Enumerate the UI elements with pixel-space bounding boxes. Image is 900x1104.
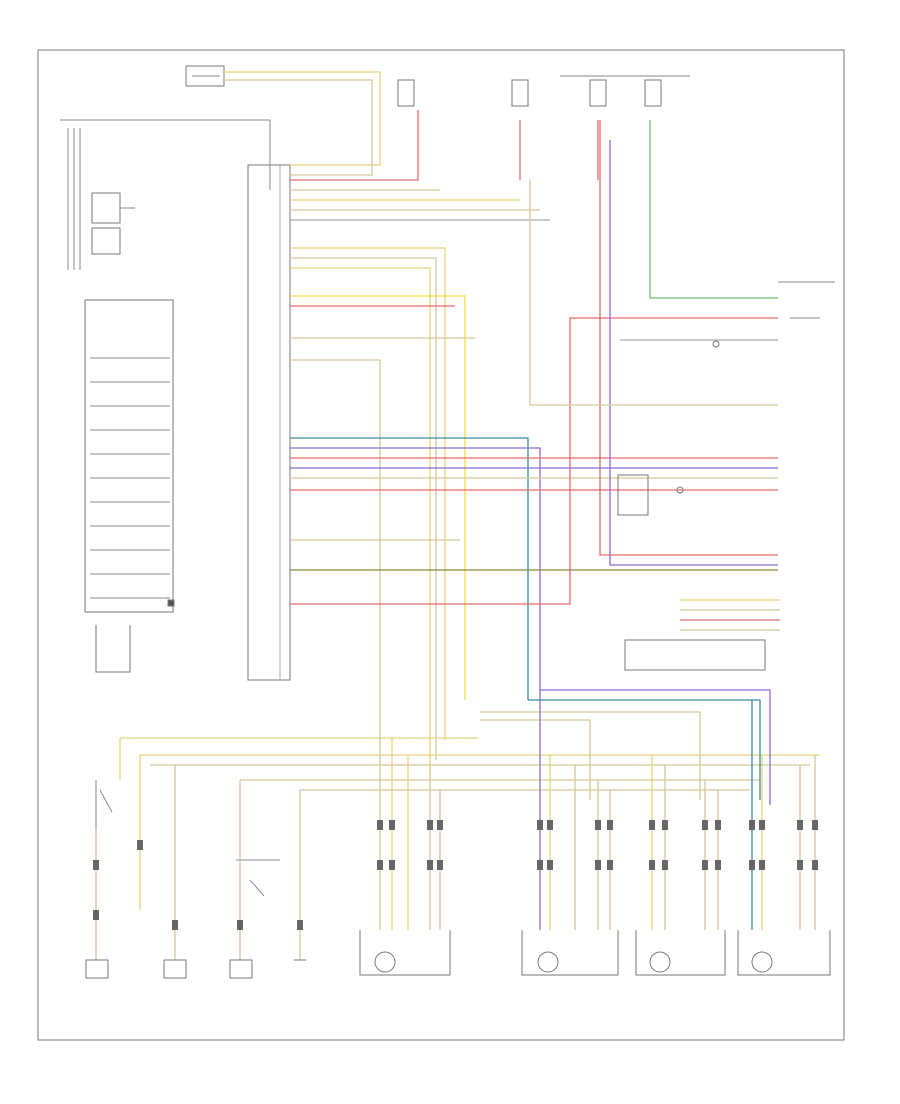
diagram-frame bbox=[37, 49, 845, 1041]
left-bus-lines bbox=[60, 119, 271, 270]
top-wires bbox=[222, 71, 778, 299]
relay-icon bbox=[91, 192, 135, 255]
switch-rows bbox=[90, 357, 170, 599]
sensor-icon bbox=[359, 930, 831, 976]
connector-icon bbox=[93, 820, 818, 930]
control-module-box bbox=[247, 164, 291, 681]
fuse-icon bbox=[397, 75, 690, 107]
pressure-sensor-icon bbox=[95, 625, 131, 673]
ground-icon bbox=[85, 599, 306, 979]
mid-wires bbox=[290, 120, 778, 780]
switch-icon bbox=[95, 780, 280, 897]
sensor-drops bbox=[95, 700, 816, 960]
right-components bbox=[617, 281, 835, 671]
switch-block-box bbox=[84, 299, 174, 613]
lower-bus bbox=[120, 689, 820, 805]
top-switch-icon bbox=[185, 65, 225, 87]
